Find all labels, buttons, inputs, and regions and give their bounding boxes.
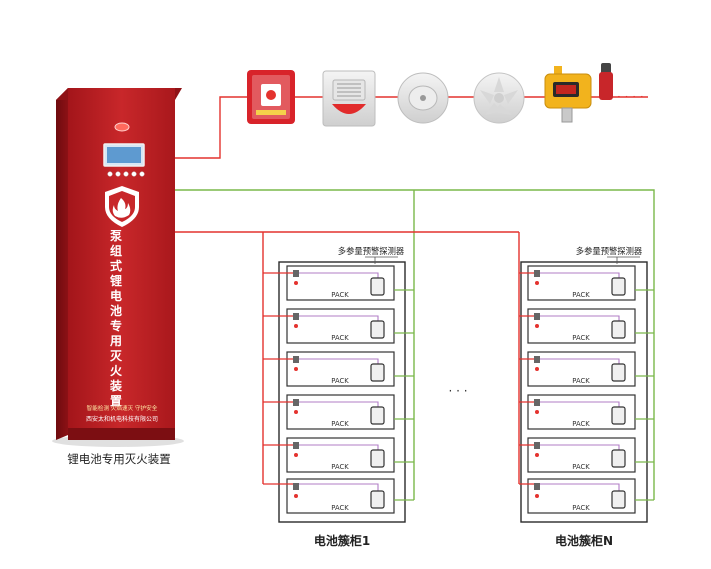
detector-icon (370, 320, 385, 339)
title-char: 池 (110, 303, 122, 318)
nozzle-icon (534, 483, 540, 498)
nozzle-icon (534, 313, 540, 328)
pack-row: PACK (263, 394, 414, 430)
pack-label: PACK (331, 377, 349, 385)
pack-row: PACK (263, 308, 414, 344)
sound-light-alarm-icon (322, 70, 376, 127)
detector-icon (611, 449, 626, 468)
gas-detector-icon (544, 63, 613, 123)
cluster-label-n: 电池簇柜N (555, 533, 613, 548)
title-char: 锂 (110, 273, 122, 288)
detector-icon (611, 490, 626, 509)
manual-alarm-button-icon (247, 70, 295, 124)
cabinet-slogan: 智能检测 火焰速灭 守护安全 (87, 404, 158, 412)
cabinet-side (56, 88, 68, 440)
nozzle-icon (293, 399, 299, 414)
title-char: 电 (110, 288, 122, 303)
detector-label: 多参量预警探测器 (576, 246, 643, 256)
pack-row: PACK (519, 351, 654, 387)
control-buttons (107, 171, 145, 177)
cabinet-caption: 锂电池专用灭火装置 (67, 452, 171, 466)
cabinet-company: 西安太和机电科技有限公司 (86, 415, 158, 423)
cluster-frame (278, 261, 406, 523)
pack-row: PACK (263, 437, 414, 473)
pack-row: PACK (519, 265, 654, 301)
pack-label: PACK (572, 334, 590, 342)
detector-icon (370, 363, 385, 382)
pack-label: PACK (331, 463, 349, 471)
pack-label: PACK (331, 291, 349, 299)
nozzle-icon (534, 399, 540, 414)
nozzle-icon (534, 442, 540, 457)
cabinet-vertical-title: 泵 组 式 锂 电 池 专 用 灭 火 装 置 (109, 229, 123, 408)
pack-label: PACK (331, 504, 349, 512)
detector-icon (370, 490, 385, 509)
green-bus-line (175, 189, 655, 500)
title-char: 泵 (110, 229, 122, 243)
smoke-detector-icon (397, 72, 449, 124)
alarm-lamp (114, 122, 130, 132)
nozzle-icon (293, 483, 299, 498)
nozzle-icon (534, 356, 540, 371)
detector-label: 多参量预警探测器 (338, 246, 405, 256)
battery-cluster-1: 多参量预警探测器 PACK PACK PACK (263, 246, 414, 523)
pack-label: PACK (572, 377, 590, 385)
detector-icon (611, 277, 626, 296)
nozzle-icon (293, 356, 299, 371)
pack-label: PACK (572, 291, 590, 299)
nozzle-icon (293, 442, 299, 457)
detector-icon (611, 406, 626, 425)
title-char: 灭 (109, 349, 123, 363)
fire-shield-icon (105, 186, 139, 227)
title-char: 式 (110, 258, 122, 273)
pack-row: PACK (263, 351, 414, 387)
title-char: 装 (109, 378, 122, 393)
pack-label: PACK (331, 420, 349, 428)
detector-icon (611, 320, 626, 339)
detector-icon (370, 277, 385, 296)
detector-icon (611, 363, 626, 382)
suppression-cabinet: 泵 组 式 锂 电 池 专 用 灭 火 装 置 智能检测 火焰速灭 守护安全 西… (52, 88, 184, 447)
devices-more-dots: · · · · (617, 90, 644, 104)
nozzle-icon (293, 270, 299, 285)
title-char: 火 (110, 364, 123, 378)
pack-row: PACK (519, 437, 654, 473)
pack-label: PACK (572, 463, 590, 471)
detector-icon (370, 449, 385, 468)
cluster-ellipsis: · · · (448, 384, 467, 398)
pack-row: PACK (263, 478, 414, 514)
pack-label: PACK (331, 334, 349, 342)
pack-row: PACK (519, 394, 654, 430)
title-char: 组 (110, 243, 122, 258)
detector-icon (370, 406, 385, 425)
cluster-frame (520, 261, 648, 523)
title-char: 置 (110, 394, 122, 408)
pack-row: PACK (519, 308, 654, 344)
pack-label: PACK (572, 504, 590, 512)
battery-cluster-n: 多参量预警探测器 PACK PACK PACK (519, 246, 654, 523)
pack-label: PACK (572, 420, 590, 428)
pack-row: PACK (263, 265, 414, 301)
nozzle-icon (293, 313, 299, 328)
heat-detector-icon (473, 72, 525, 124)
cluster-label-1: 电池簇柜1 (314, 533, 370, 548)
alarm-devices: · · · · (247, 63, 644, 127)
title-char: 用 (109, 334, 122, 348)
nozzle-icon (534, 270, 540, 285)
title-char: 专 (110, 318, 122, 333)
pack-row: PACK (519, 478, 654, 514)
